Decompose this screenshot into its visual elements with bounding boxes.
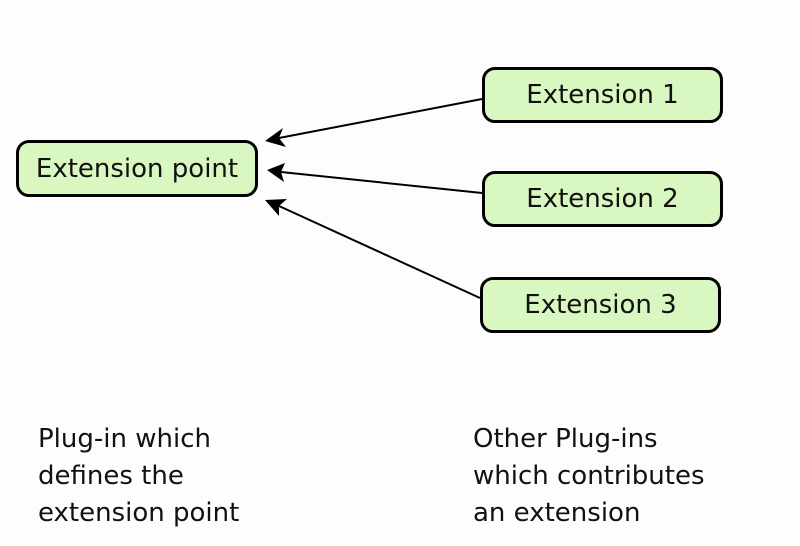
- arrow-extension-1: [278, 98, 483, 139]
- arrowhead-extension-1: [265, 128, 286, 147]
- caption-right-line-2: which contributes: [473, 461, 705, 491]
- caption-left-line-3: extension point: [38, 498, 240, 528]
- extension-1-label: Extension 1: [526, 80, 679, 110]
- extension-point-label: Extension point: [35, 153, 239, 184]
- extension-2-node: Extension 2: [482, 171, 723, 227]
- arrow-extension-3: [278, 205, 481, 299]
- extension-1-node: Extension 1: [482, 67, 723, 123]
- caption-right-line-3: an extension: [473, 498, 641, 528]
- arrowhead-extension-2: [267, 163, 285, 182]
- extension-point-node: Extension point: [16, 140, 258, 197]
- caption-plugins-contributing: Other Plug-ins which contributes an exte…: [473, 421, 705, 532]
- caption-right-line-1: Other Plug-ins: [473, 424, 658, 454]
- caption-plugin-defining: Plug-in which defines the extension poin…: [38, 421, 239, 532]
- caption-left-line-2: defines the: [38, 461, 184, 491]
- extension-2-label: Extension 2: [526, 184, 679, 214]
- arrow-extension-2: [280, 171, 483, 194]
- caption-left-line-1: Plug-in which: [38, 424, 211, 454]
- extension-3-label: Extension 3: [524, 290, 677, 320]
- extension-3-node: Extension 3: [480, 277, 721, 333]
- arrowhead-extension-3: [265, 199, 287, 216]
